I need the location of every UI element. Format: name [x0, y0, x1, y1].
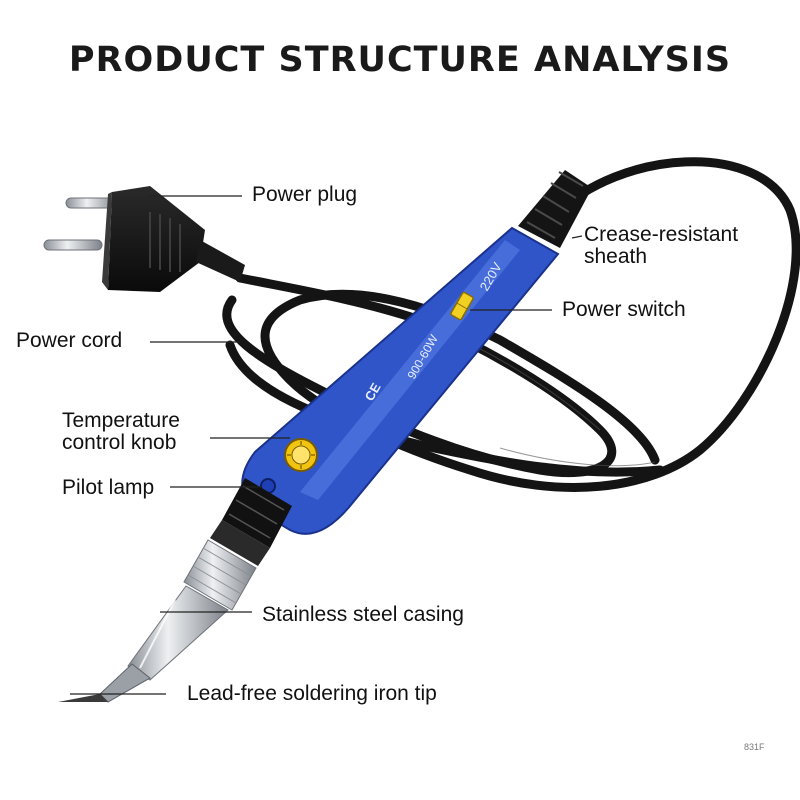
- crease-resistant-sheath: [518, 170, 592, 248]
- handle-collar: [210, 478, 292, 566]
- label-temperature-control-knob: Temperature control knob: [62, 410, 180, 454]
- label-power-plug: Power plug: [252, 183, 358, 206]
- leader-crease-sheath: [571, 235, 583, 239]
- label-crease-line2: sheath: [584, 245, 648, 268]
- label-power-cord: Power cord: [16, 329, 123, 352]
- label-power-switch: Power switch: [562, 298, 686, 321]
- power-switch[interactable]: [450, 291, 474, 321]
- watermark-code: 831F: [744, 742, 765, 752]
- temperature-control-knob[interactable]: [284, 438, 318, 472]
- label-temp-line1: Temperature: [62, 409, 180, 432]
- leader-lines: [70, 195, 583, 695]
- label-crease-line1: Crease-resistant: [584, 223, 739, 246]
- soldering-iron-tip: [58, 663, 151, 703]
- label-soldering-iron-tip: Lead-free soldering iron tip: [187, 682, 437, 705]
- diagram-title: PRODUCT STRUCTURE ANALYSIS: [68, 40, 732, 80]
- soldering-iron: 220V 900-60W CE: [58, 170, 592, 703]
- label-stainless-steel-casing: Stainless steel casing: [262, 603, 464, 626]
- label-temp-line2: control knob: [62, 431, 177, 454]
- label-crease-resistant-sheath: Crease-resistant sheath: [584, 224, 738, 268]
- plug-pin-bottom: [43, 239, 103, 251]
- power-plug: [43, 186, 245, 292]
- label-pilot-lamp: Pilot lamp: [62, 476, 155, 499]
- stainless-steel-casing: [127, 539, 257, 681]
